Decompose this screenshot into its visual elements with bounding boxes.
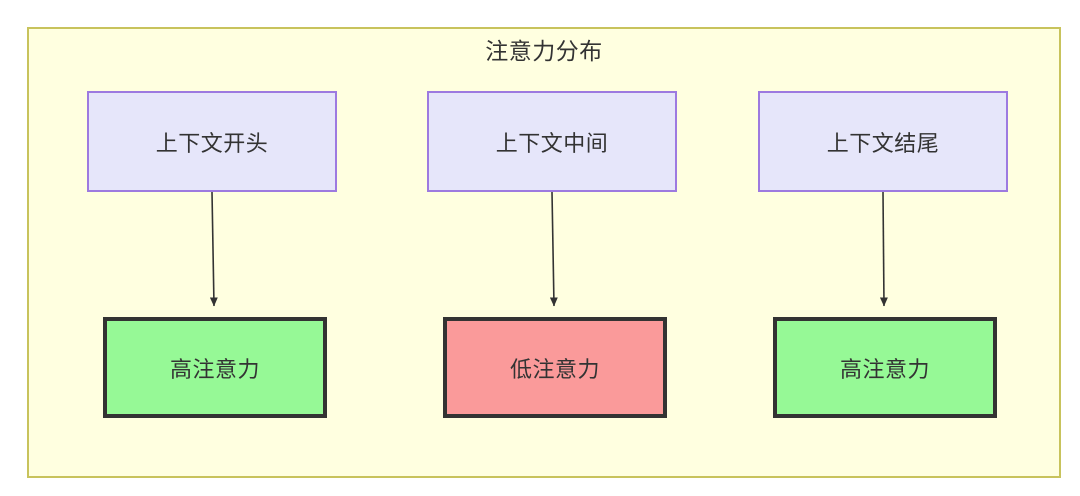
node-context-middle-label: 上下文中间 (495, 130, 609, 156)
node-context-end[interactable]: 上下文结尾 (758, 91, 1008, 192)
subgraph-title: 注意力分布 (485, 38, 603, 64)
node-high-attention-start-label: 高注意力 (169, 356, 260, 382)
node-high-attention-start[interactable]: 高注意力 (103, 317, 327, 418)
node-low-attention-middle-label: 低注意力 (509, 356, 600, 382)
node-context-start[interactable]: 上下文开头 (87, 91, 337, 192)
node-context-end-label: 上下文结尾 (826, 130, 940, 156)
node-high-attention-end[interactable]: 高注意力 (773, 317, 997, 418)
node-context-middle[interactable]: 上下文中间 (427, 91, 677, 192)
node-high-attention-end-label: 高注意力 (839, 356, 930, 382)
node-low-attention-middle[interactable]: 低注意力 (443, 317, 667, 418)
node-context-start-label: 上下文开头 (155, 130, 269, 156)
